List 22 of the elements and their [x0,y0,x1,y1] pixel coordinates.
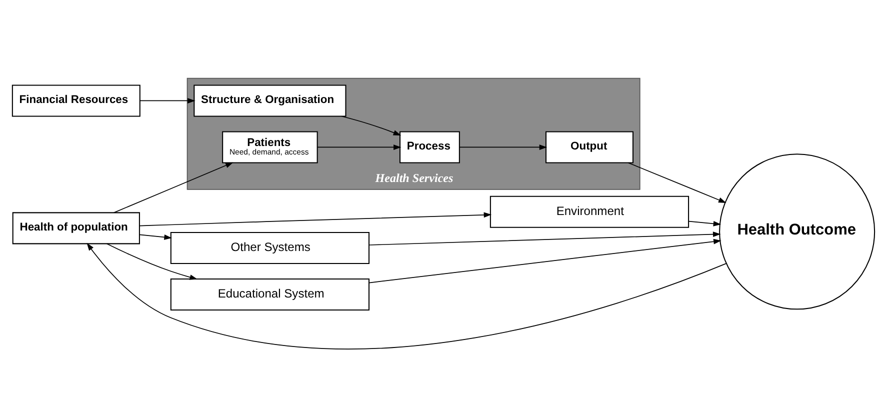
node-box: Process [399,130,460,163]
node-box: Structure & Organisation [194,84,346,116]
node-box: Environment [490,195,690,228]
arrow [316,144,402,150]
arrow [113,162,234,213]
arrow [688,220,722,226]
node-box: Educational System [170,278,370,310]
node-box: Other Systems [170,231,370,264]
arrow [341,115,402,136]
node-box: Health of population [12,212,140,244]
arrow [459,144,548,150]
arrow [139,98,196,103]
arrow [106,242,198,280]
arrow [368,231,721,245]
arrow [86,242,727,348]
arrow [139,234,172,240]
node-box: Output [545,130,634,163]
arrow [368,238,722,283]
node-box: Patients Need, demand, access [222,130,318,163]
node-box: Financial Resources [12,84,140,116]
arrow [628,162,726,202]
arrow [139,212,492,226]
